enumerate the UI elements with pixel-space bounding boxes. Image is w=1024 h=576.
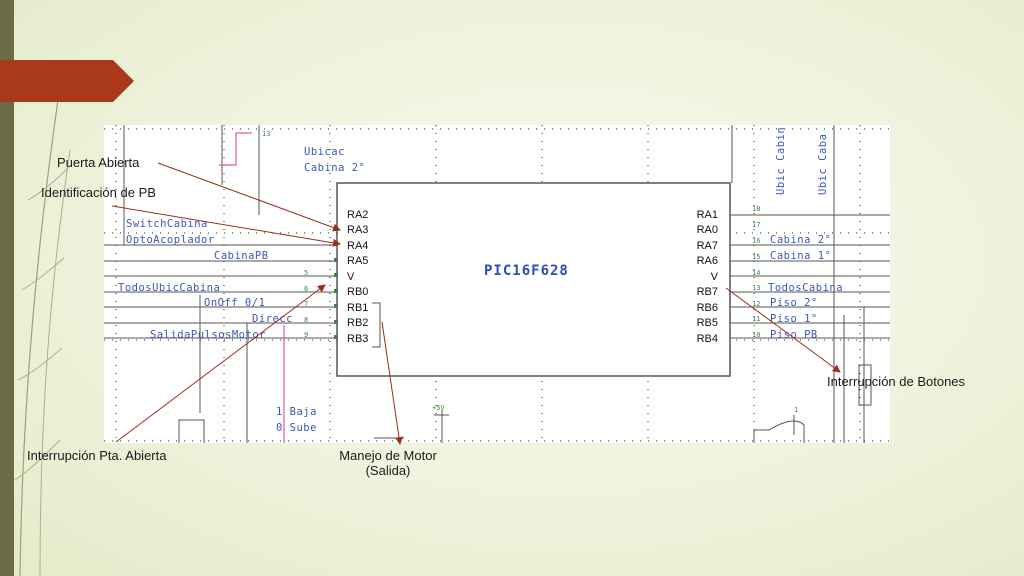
pin-ra3: RA3 bbox=[347, 224, 368, 236]
pin-rb1: RB1 bbox=[347, 302, 368, 314]
callout-manejo-motor-line1: Manejo de Motor bbox=[339, 448, 437, 463]
label-sube: 0 Sube bbox=[276, 422, 317, 434]
right-pin-numbers: 18 17 16 15 14 13 12 11 10 bbox=[752, 205, 760, 339]
label-1: 1 bbox=[794, 406, 798, 414]
pin-ra6: RA6 bbox=[697, 255, 718, 267]
pin-rb4: RB4 bbox=[697, 333, 718, 345]
label-vertical-ubic-cabin: Ubic Cabin bbox=[775, 127, 787, 195]
svg-text:6: 6 bbox=[304, 285, 308, 293]
svg-text:18: 18 bbox=[752, 205, 760, 213]
label-baja: 1 Baja bbox=[276, 406, 317, 418]
svg-text:14: 14 bbox=[752, 269, 760, 277]
callout-manejo-motor-line2: (Salida) bbox=[365, 463, 411, 478]
svg-text:5: 5 bbox=[304, 269, 308, 277]
schematic-panel: PIC16F628 RA2 RA3 RA4 RA5 V RB0 RB1 RB2 … bbox=[104, 125, 890, 443]
svg-text:11: 11 bbox=[752, 315, 760, 323]
net-todosubiccabina: TodosUbicCabina bbox=[118, 282, 220, 294]
net-todoscabina: TodosCabina bbox=[768, 282, 843, 294]
svg-text:12: 12 bbox=[752, 300, 760, 308]
svg-text:8: 8 bbox=[304, 316, 308, 324]
right-net-labels: Cabina 2° Cabina 1° TodosCabina Piso 2° … bbox=[768, 234, 843, 341]
pin-ra4: RA4 bbox=[347, 240, 368, 252]
net-direcc: Direcc bbox=[252, 313, 293, 325]
schematic-drawing: PIC16F628 RA2 RA3 RA4 RA5 V RB0 RB1 RB2 … bbox=[104, 125, 890, 443]
pin-rb0: RB0 bbox=[347, 286, 368, 298]
callout-manejo-motor: Manejo de Motor (Salida) bbox=[318, 448, 458, 478]
net-cabina1: Cabina 1° bbox=[770, 250, 831, 262]
svg-text:9: 9 bbox=[304, 331, 308, 339]
pin-ra5: RA5 bbox=[347, 255, 368, 267]
svg-text:16: 16 bbox=[752, 237, 760, 245]
label-cabina2: Cabina 2° bbox=[304, 162, 365, 174]
net-piso2: Piso 2° bbox=[770, 297, 818, 309]
chip-body bbox=[336, 182, 731, 377]
chip-name-label: PIC16F628 bbox=[484, 263, 569, 279]
svg-text:13: 13 bbox=[752, 284, 760, 292]
callout-puerta-abierta: Puerta Abierta bbox=[57, 155, 140, 170]
left-accent-bar bbox=[0, 0, 14, 576]
svg-text:17: 17 bbox=[752, 221, 760, 229]
net-salidapulsosmotor: SalidaPulsosMotor bbox=[150, 329, 266, 341]
pin-rb3: RB3 bbox=[347, 333, 368, 345]
pin-rb2: RB2 bbox=[347, 317, 368, 329]
callout-interrupcion-pta: Interrupción Pta. Abierta bbox=[27, 448, 167, 463]
pin-rb5: RB5 bbox=[697, 317, 718, 329]
label-5v: +5V bbox=[432, 404, 445, 412]
net-piso1: Piso 1° bbox=[770, 313, 818, 325]
net-pisopb: Piso PB bbox=[770, 329, 818, 341]
callout-interrupcion-botones: Interrupción de Botones bbox=[827, 374, 966, 389]
label-vertical-ubic-caba: Ubic Caba bbox=[817, 134, 829, 195]
pin-ra0: RA0 bbox=[697, 224, 718, 236]
net-cabinapb: CabinaPB bbox=[214, 250, 269, 262]
pin-ra2: RA2 bbox=[347, 209, 368, 221]
net-onoff: OnOff 0/1 bbox=[204, 297, 265, 309]
svg-text:7: 7 bbox=[304, 300, 308, 308]
net-optoacoplador: OptoAcoplador bbox=[126, 234, 215, 246]
pin-ra1: RA1 bbox=[697, 209, 718, 221]
pin-ra7: RA7 bbox=[697, 240, 718, 252]
svg-text:15: 15 bbox=[752, 253, 760, 261]
left-pin-numbers: 5 6 7 8 9 bbox=[304, 269, 308, 339]
pin-rb6: RB6 bbox=[697, 302, 718, 314]
pin-v-left: V bbox=[347, 271, 355, 283]
svg-text:10: 10 bbox=[752, 331, 760, 339]
net-switchcabina: SwitchCabina bbox=[126, 218, 208, 230]
callout-identificacion-pb: Identificación de PB bbox=[41, 185, 156, 200]
label-ubicac: Ubicac bbox=[304, 146, 345, 158]
chip-right-pins: RA1 RA0 RA7 RA6 V RB7 RB6 RB5 RB4 bbox=[697, 209, 719, 345]
pin-v-right: V bbox=[711, 271, 719, 283]
label-13: 13 bbox=[262, 130, 270, 138]
pin-rb7: RB7 bbox=[697, 286, 718, 298]
title-accent-arrow bbox=[0, 60, 134, 102]
chip-left-pins: RA2 RA3 RA4 RA5 V RB0 RB1 RB2 RB3 bbox=[347, 209, 368, 345]
net-cabina2: Cabina 2° bbox=[770, 234, 831, 246]
